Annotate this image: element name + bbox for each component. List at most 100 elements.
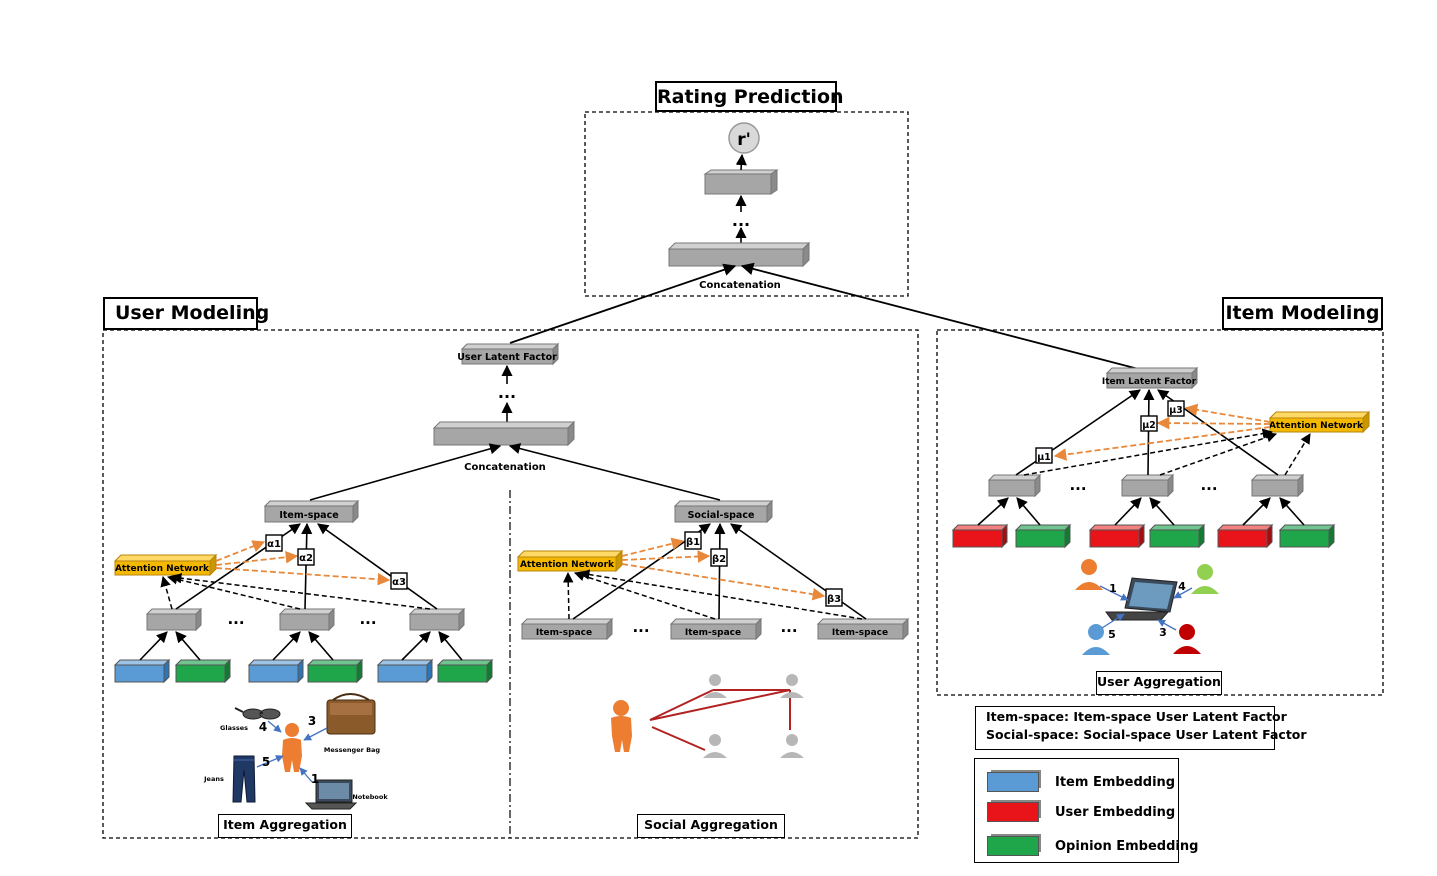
social-friend-2-icon bbox=[780, 674, 804, 698]
attention-left-weights bbox=[215, 540, 391, 586]
social-aggregation-caption: Social Aggregation bbox=[637, 814, 785, 838]
item-space-label: Item-space bbox=[279, 510, 338, 521]
mu-3-box: μ3 bbox=[1167, 400, 1185, 417]
social-input-1-label: Item-space bbox=[536, 628, 592, 638]
item-modeling-title: Item Modeling bbox=[1222, 297, 1383, 330]
social-input-2: Item-space bbox=[669, 617, 763, 641]
rating-concat-layer bbox=[667, 241, 811, 268]
glasses-label: Glasses bbox=[220, 724, 248, 732]
alpha-3-box: α3 bbox=[390, 572, 408, 590]
attention-network-social-label: Attention Network bbox=[520, 560, 615, 570]
attention-item-weights bbox=[1053, 403, 1271, 461]
user-green-icon bbox=[1191, 564, 1219, 594]
user-embedding-1 bbox=[951, 523, 1009, 549]
legend-label-opinion: Opinion Embedding bbox=[1055, 838, 1199, 854]
social-input-3: Item-space bbox=[816, 617, 910, 641]
social-input-3-label: Item-space bbox=[832, 628, 888, 638]
item-rating-arrows bbox=[256, 720, 328, 783]
opinion-embedding-5 bbox=[1148, 523, 1206, 549]
beta-2-label: β2 bbox=[712, 554, 726, 565]
user-modeling-title: User Modeling bbox=[103, 297, 269, 330]
item-model-hidden-1 bbox=[987, 473, 1042, 498]
rating-jeans: 5 bbox=[262, 755, 270, 769]
opinion-embedding-6 bbox=[1278, 523, 1336, 549]
rating-bag: 3 bbox=[308, 714, 316, 728]
beta-1-box: β1 bbox=[684, 531, 702, 550]
notebook-label: Notebook bbox=[352, 793, 388, 801]
attention-left-inputs bbox=[160, 572, 431, 610]
social-space-box: Social-space bbox=[673, 499, 774, 524]
user-rating-blue: 5 bbox=[1108, 628, 1116, 641]
attention-item-inputs bbox=[1023, 428, 1311, 476]
jeans-label: Jeans bbox=[203, 775, 224, 783]
messenger-bag-label: Messenger Bag bbox=[324, 746, 381, 754]
legend-user-embedding: User Embedding bbox=[987, 800, 1175, 824]
alpha-3-label: α3 bbox=[392, 577, 406, 588]
messenger-bag-icon bbox=[326, 693, 376, 735]
social-friend-3-icon bbox=[703, 734, 727, 758]
item-model-ellipsis-2: ... bbox=[1200, 476, 1217, 494]
social-ellipsis-2: ... bbox=[780, 618, 797, 636]
beta-2-box: β2 bbox=[710, 548, 728, 567]
rating-concat-label: Concatenation bbox=[699, 280, 781, 291]
user-orange-icon bbox=[1075, 559, 1103, 590]
item-embedding-1 bbox=[113, 658, 171, 684]
rating-glasses: 4 bbox=[259, 720, 267, 734]
legend-swatch-user bbox=[987, 802, 1039, 822]
user-embedding-2 bbox=[1088, 523, 1146, 549]
attention-social-inputs bbox=[562, 569, 863, 620]
attention-network-item: Attention Network bbox=[1268, 410, 1371, 434]
item-latent-input-arrows bbox=[1015, 388, 1279, 476]
legend-swatch-opinion bbox=[987, 836, 1039, 856]
opinion-embedding-4 bbox=[1014, 523, 1072, 549]
item-aggregation-caption: Item Aggregation bbox=[218, 814, 352, 838]
beta-3-label: β3 bbox=[827, 594, 841, 605]
rating-output-symbol: r' bbox=[737, 130, 751, 150]
item-latent-factor-label: Item Latent Factor bbox=[1102, 377, 1197, 387]
rating-prediction-frame bbox=[584, 111, 909, 297]
item-space-box: Item-space bbox=[263, 499, 360, 524]
user-concat-label: Concatenation bbox=[464, 462, 546, 473]
item-latent-factor-box: Item Latent Factor bbox=[1102, 366, 1199, 390]
glasses-icon bbox=[234, 707, 281, 720]
alpha-2-box: α2 bbox=[297, 548, 315, 566]
attention-network-left: Attention Network bbox=[113, 553, 218, 577]
item-agg-ellipsis-2: ... bbox=[359, 610, 376, 628]
social-space-input-arrows bbox=[572, 522, 867, 620]
item-model-embedding-arrows bbox=[977, 497, 1305, 526]
rating-notebook: 1 bbox=[311, 772, 319, 786]
item-agg-hidden-2 bbox=[278, 607, 336, 632]
jeans-icon bbox=[232, 755, 256, 803]
opinion-embedding-3 bbox=[436, 658, 494, 684]
legend-item-embedding: Item Embedding bbox=[987, 770, 1175, 794]
user-rating-arrows bbox=[1099, 585, 1193, 631]
legend-opinion-embedding: Opinion Embedding bbox=[987, 834, 1198, 858]
mu-1-box: μ1 bbox=[1035, 447, 1053, 464]
social-space-label: Social-space bbox=[688, 510, 755, 521]
mu-1-label: μ1 bbox=[1037, 452, 1051, 463]
social-friend-1-icon bbox=[703, 674, 727, 698]
mu-2-box: μ2 bbox=[1140, 415, 1158, 432]
alpha-2-label: α2 bbox=[299, 553, 313, 564]
user-embedding-3 bbox=[1216, 523, 1274, 549]
social-ellipsis-1: ... bbox=[632, 618, 649, 636]
rating-mlp-top-layer bbox=[703, 169, 779, 195]
social-friend-4-icon bbox=[780, 734, 804, 758]
item-agg-embedding-arrows bbox=[139, 631, 463, 661]
legend-swatch-item bbox=[987, 772, 1039, 792]
item-space-definition: Item-space: Item-space User Latent Facto… bbox=[986, 709, 1287, 724]
alpha-1-label: α1 bbox=[267, 539, 281, 550]
embedding-legend: Item Embedding User Embedding Opinion Em… bbox=[974, 758, 1198, 863]
user-ellipsis: ... bbox=[498, 383, 516, 402]
beta-1-label: β1 bbox=[686, 537, 700, 548]
user-latent-factor-label: User Latent Factor bbox=[457, 352, 557, 363]
item-to-rating-arrow bbox=[740, 262, 1151, 373]
rating-prediction-title: Rating Prediction bbox=[655, 81, 844, 112]
item-agg-hidden-1 bbox=[145, 607, 203, 632]
item-embedding-3 bbox=[376, 658, 434, 684]
item-model-hidden-3 bbox=[1250, 473, 1305, 498]
opinion-embedding-2 bbox=[306, 658, 364, 684]
user-rating-green: 4 bbox=[1178, 580, 1186, 593]
rating-output-node: r' bbox=[728, 122, 760, 154]
